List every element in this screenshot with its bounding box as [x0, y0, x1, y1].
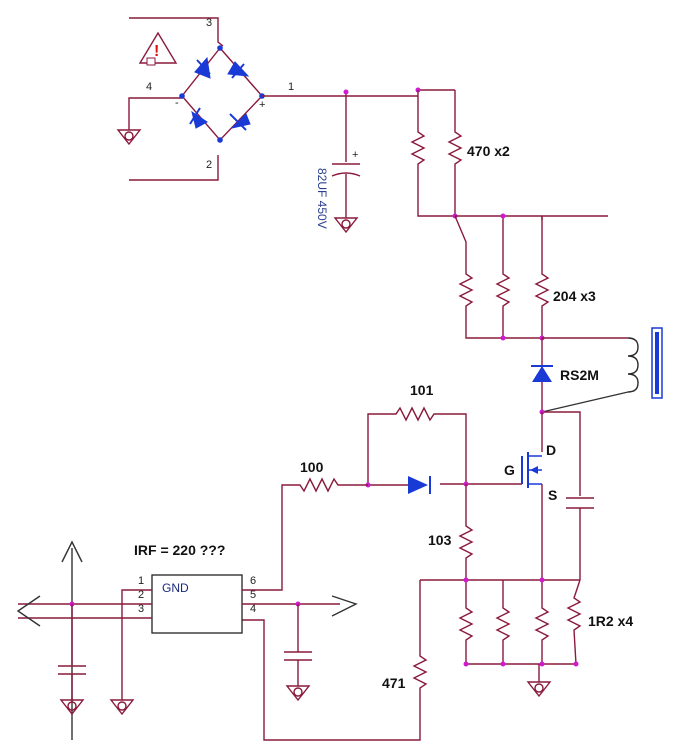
- irf-label: IRF = 220 ???: [134, 542, 225, 558]
- controller-ic: GND 1 2 3 6 5 4 IRF = 220 ???: [18, 542, 340, 700]
- bridge-pin-3: 3: [206, 17, 212, 29]
- gate-label: G: [504, 462, 515, 478]
- bridge-pin-4: 4: [146, 81, 152, 93]
- r204-label: 204 x3: [553, 288, 596, 304]
- resistor-470-pair: 470 x2: [410, 90, 510, 219]
- bridge-minus: -: [175, 97, 179, 109]
- r100-label: 100: [300, 459, 324, 475]
- resistor-204-trio: 204 x3: [454, 213, 608, 341]
- ic-pin-3: 3: [138, 603, 144, 615]
- left-arrow: [16, 540, 86, 740]
- ground-symbol: [109, 699, 135, 716]
- r103-label: 103: [428, 532, 452, 548]
- transformer-coil: [541, 327, 663, 413]
- drain-label: D: [546, 442, 556, 458]
- source-label: S: [548, 487, 557, 503]
- right-arrow: [284, 595, 358, 702]
- r101-label: 101: [410, 382, 434, 398]
- ground-symbol: [116, 129, 142, 146]
- ic-pin-6: 6: [250, 575, 256, 587]
- ic-pin-2: 2: [138, 589, 144, 601]
- resistor-471: 471: [242, 580, 428, 741]
- warning-icon: !: [138, 31, 178, 66]
- bridge-pin-1: 1: [288, 81, 294, 93]
- r470-label: 470 x2: [467, 143, 510, 159]
- bridge-plus: +: [259, 99, 265, 111]
- ic-gnd-label: GND: [162, 581, 189, 595]
- rs2m-label: RS2M: [560, 367, 599, 383]
- gate-network: 101 100 103: [264, 382, 522, 591]
- r471-label: 471: [382, 675, 406, 691]
- r1r2-label: 1R2 x4: [588, 613, 633, 629]
- diode-rs2m: RS2M: [531, 338, 599, 412]
- cap-polarity: +: [352, 149, 358, 161]
- cap-label: 82UF 450V: [315, 168, 329, 229]
- ic-pin-4: 4: [250, 603, 256, 615]
- bridge-rectifier: 3 2 4 1 + -: [128, 17, 294, 181]
- ic-pin-1: 1: [138, 575, 144, 587]
- bridge-pin-2: 2: [206, 159, 212, 171]
- warning-mark: !: [154, 43, 159, 60]
- mosfet: D G S: [504, 409, 594, 580]
- sense-resistors: 1R2 x4: [420, 577, 633, 698]
- ic-pin-5: 5: [250, 589, 256, 601]
- bulk-capacitor: + 82UF 450V: [315, 89, 361, 234]
